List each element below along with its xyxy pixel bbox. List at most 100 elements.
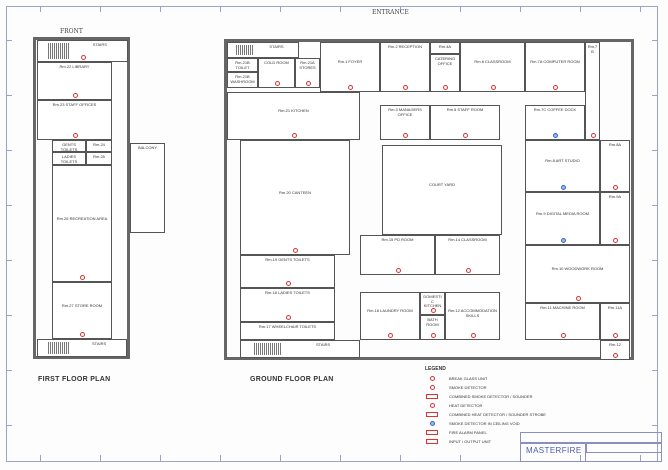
- smoke-detector-icon: [553, 133, 558, 138]
- ground_floor-room: Rm.2 RECEPTION: [380, 42, 430, 92]
- room-label: Rm.3 MANAGERS OFFICE: [388, 107, 422, 117]
- ruler-tick: [220, 455, 221, 461]
- ground_floor-room: Rm.18 LADIES TOILETS: [240, 288, 335, 322]
- ground_floor-room: Rm.17 WHEELCHAIR TOILETS: [240, 322, 335, 340]
- masterfire-logo: MASTERFIRE: [526, 446, 582, 455]
- ruler-tick: [40, 6, 41, 12]
- legend-label: FIRE ALARM PANEL: [449, 430, 487, 435]
- ground_floor-room: Rm.5 STAFF ROOM: [430, 105, 500, 140]
- room-label: Rm.21B TOILET: [235, 60, 250, 70]
- ground_floor-room: Rm.16 LAUNDRY ROOM: [360, 292, 420, 340]
- ruler-tick: [400, 6, 401, 12]
- room-label: Rm.1 FOYER: [337, 59, 363, 64]
- stairs-treads: [252, 343, 283, 355]
- ground-floor-outline: [224, 39, 634, 360]
- legend-item: HEAT DETECTOR: [425, 403, 625, 408]
- room-label: Rm.22 LIBRARY: [59, 64, 90, 69]
- ruler-tick: [6, 260, 12, 261]
- ruler-tick: [100, 455, 101, 461]
- room-label: Rm.19 GENTS TOILETS: [265, 257, 310, 262]
- room-label: Rm.11 MACHINE ROOM: [540, 305, 585, 310]
- room-label: Rm.17 WHEELCHAIR TOILETS: [258, 324, 317, 329]
- smoke-detector-icon: [395, 268, 401, 273]
- ruler-tick: [40, 455, 41, 461]
- room-label: CATERING OFFICE: [434, 56, 456, 66]
- ruler-tick: [580, 455, 581, 461]
- legend-item: INPUT / OUTPUT UNIT: [425, 439, 625, 444]
- room-label: Rm.26 RECREATION AREA: [56, 215, 108, 221]
- first-floor-title: FIRST FLOOR PLAN: [38, 376, 111, 383]
- io-unit-icon: [425, 439, 439, 444]
- room-label: STAIRS: [92, 341, 107, 346]
- drawing-frame: [6, 6, 658, 462]
- ruler-tick: [6, 425, 12, 426]
- legend-label: SMOKE DETECTOR: [449, 385, 487, 390]
- ground_floor-room: Rm.7B: [585, 42, 600, 140]
- smoke-detector-icon: [80, 55, 86, 60]
- room-label: Rm.7A COMPUTER ROOM: [530, 59, 580, 64]
- room-label: Rm.9A: [608, 194, 622, 199]
- ruler-tick: [460, 455, 461, 461]
- smoke-detector-icon: [560, 238, 566, 243]
- ground_floor-room: Rm.14 CLASSROOM: [435, 235, 500, 275]
- room-label: Rm.21B WASHROOM: [230, 74, 255, 84]
- ground_floor-room: STAIRS: [240, 340, 360, 358]
- ruler-tick: [6, 40, 12, 41]
- room-label: Rm.18 LADIES TOILETS: [265, 290, 310, 295]
- room-label: Rm.6 CLASSROOM: [474, 59, 511, 64]
- smoke-detector-icon: [72, 93, 78, 98]
- ruler-tick: [6, 315, 12, 316]
- break-glass-icon: [425, 376, 439, 381]
- title-block: MASTERFIRE: [520, 432, 662, 462]
- ground_floor-room: COLD ROOM: [258, 58, 295, 88]
- ground_floor-room: DOMESTIC KITCHEN: [420, 292, 445, 315]
- room-label: STAIRS: [316, 342, 331, 347]
- room-label: Rm.8 ART STUDIO: [545, 158, 580, 163]
- first-floor-outline: [33, 37, 130, 359]
- legend-label: COMBINED SMOKE DETECTOR / SOUNDER: [449, 394, 533, 399]
- ruler-tick: [652, 95, 658, 96]
- ground_floor-room: Rm.4A: [430, 42, 460, 54]
- first_floor-room: Rm.26 RECREATION AREA: [52, 165, 112, 282]
- room-label: COURT YARD: [429, 182, 455, 187]
- ruler-tick: [280, 455, 281, 461]
- ruler-tick: [652, 370, 658, 371]
- smoke-detector-icon: [285, 281, 291, 286]
- ruler-tick: [400, 455, 401, 461]
- first_floor-room: Rm.23 STAFF OFFICES: [37, 100, 112, 140]
- entrance-annotation: ENTRANCE: [372, 9, 409, 16]
- smoke-detector-icon: [293, 248, 298, 253]
- legend-label: SMOKE DETECTOR IN CEILING VOID: [449, 421, 520, 426]
- legend-title: LEGEND: [425, 366, 446, 372]
- stairs-treads: [46, 43, 70, 59]
- heat-sounder-strobe-icon: [425, 412, 439, 417]
- room-label: STAIRS: [92, 42, 107, 47]
- ruler-tick: [580, 6, 581, 12]
- ground_floor-room: Rm.21B WASHROOM: [227, 72, 258, 88]
- smoke-detector-icon: [463, 133, 468, 138]
- smoke-detector-icon: [613, 238, 618, 243]
- room-label: Rm.4A: [438, 44, 452, 49]
- smoke-detector-icon: [430, 308, 436, 313]
- room-label: Rm.11A: [607, 305, 623, 310]
- room-label: Rm.20 CANTEEN: [278, 189, 311, 195]
- room-label: Rm.12: [609, 342, 621, 347]
- room-label: Rm.9 DIGITAL MEDIA ROOM: [536, 210, 589, 216]
- first_floor-room: Rm.22 LIBRARY: [37, 62, 112, 100]
- smoke-detector-icon: [403, 133, 408, 138]
- ruler-tick: [652, 40, 658, 41]
- legend-label: HEAT DETECTOR: [449, 403, 483, 408]
- room-label: GENTS TOILETS: [60, 142, 78, 152]
- smoke-detector-icon: [72, 133, 78, 138]
- ground_floor-room: Rm.19 GENTS TOILETS: [240, 255, 335, 288]
- room-label: Rm.5 STAFF ROOM: [446, 107, 484, 112]
- ruler-tick: [160, 455, 161, 461]
- room-label: STAIRS: [269, 44, 284, 49]
- smoke-detector-icon: [613, 333, 618, 338]
- smoke-detector-icon: [553, 85, 558, 90]
- room-label: Rm.16 LAUNDRY ROOM: [367, 308, 413, 313]
- ground_floor-room: Rm.9A: [600, 192, 630, 245]
- stairs-treads: [46, 342, 69, 354]
- ruler-tick: [652, 315, 658, 316]
